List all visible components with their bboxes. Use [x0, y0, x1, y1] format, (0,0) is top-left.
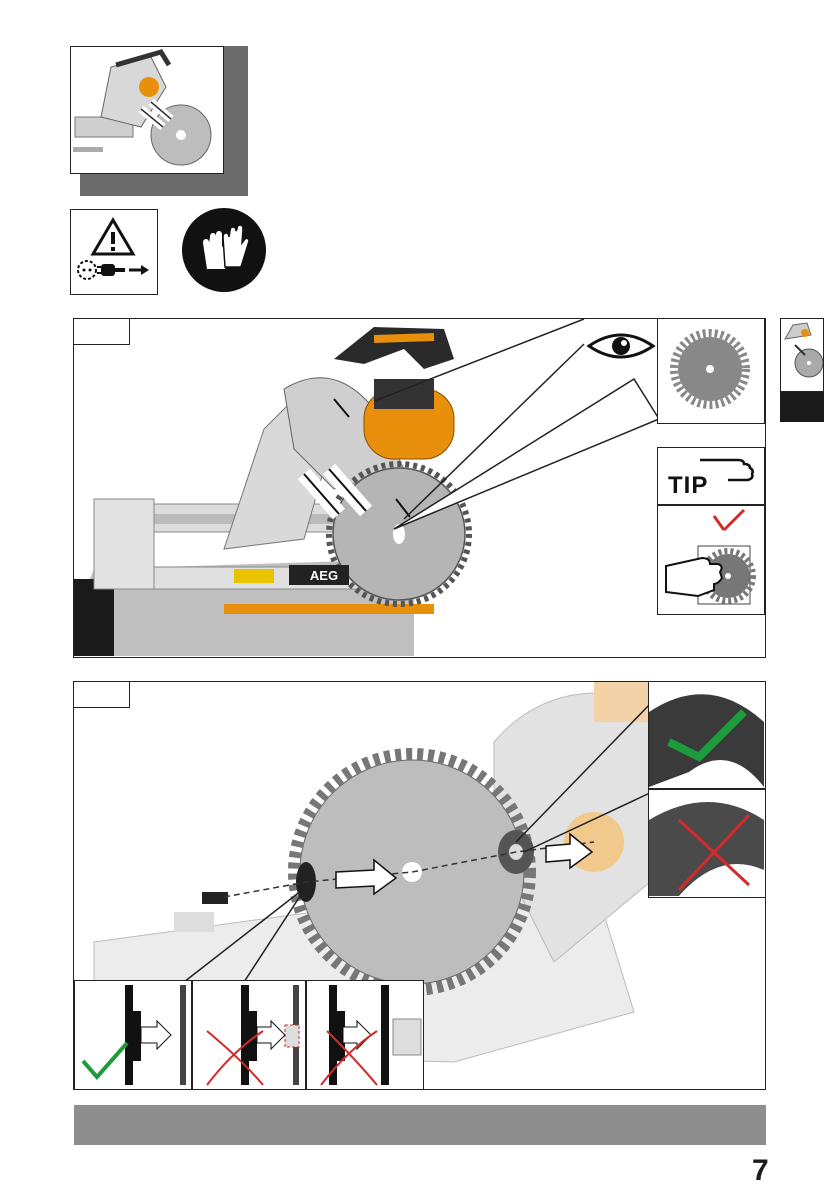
flange-option-1: [74, 980, 192, 1090]
panel-1-step-label: [74, 319, 130, 345]
page-number: 7: [752, 1156, 769, 1186]
panel-2-step-label: [74, 682, 130, 708]
tip-box: TIP: [657, 447, 765, 505]
warning-unplug-box: [70, 209, 158, 295]
hand-hold-blade-box: [657, 505, 765, 615]
flange-correct-box: [648, 681, 766, 789]
pointing-hand-icon: [698, 454, 758, 484]
flange-option-2: [192, 980, 306, 1090]
flange-option-3: [306, 980, 424, 1090]
warning-unplug-icon: [71, 210, 156, 293]
wear-gloves-icon: [181, 207, 267, 293]
flange-wrong-box: [648, 789, 766, 898]
blade-detail-box: [657, 318, 765, 424]
brand-badge: AEG: [296, 567, 352, 585]
side-thumb-image: [780, 318, 824, 392]
inspect-eye-icon: [585, 328, 657, 364]
overview-image: [70, 46, 224, 174]
footer-bar: [74, 1105, 766, 1145]
saw-blade-overview-icon: [71, 47, 222, 172]
